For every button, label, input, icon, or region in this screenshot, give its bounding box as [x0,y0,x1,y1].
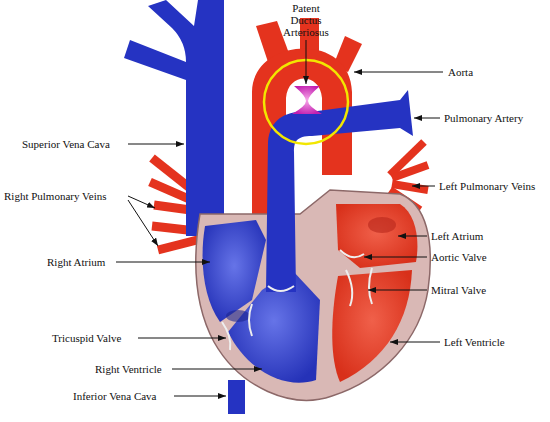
leader-lines [116,40,443,396]
aortic-valve [340,250,364,257]
part-label: Left Atrium [431,230,483,242]
inferior-vena-cava [228,380,245,414]
leader-arrow [390,342,440,343]
leader-arrow [398,236,427,237]
leader-arrow [116,262,210,263]
vein [392,184,428,190]
part-label: Tricuspid Valve [52,332,121,344]
pulmonary-valve [268,286,294,291]
leader-arrow [172,369,262,370]
part-label: Superior Vena Cava [22,138,110,150]
part-label: Aortic Valve [431,251,487,263]
superior-vena-cava [148,0,224,236]
vein-branch [124,40,186,236]
leader-arrow [128,144,184,145]
leader-arrow [306,40,307,84]
part-label: Right Atrium [47,256,105,268]
ductus-arteriosus [292,86,322,114]
vein [392,165,428,178]
valves [222,250,372,350]
part-label: Pulmonary Artery [444,112,523,124]
part-label: Aorta [448,66,473,78]
part-label: Right Ventricle [95,363,162,375]
part-label: Patent Ductus Arteriosus [277,2,335,38]
leader-arrow [364,257,427,258]
tricuspid-valve [222,304,252,350]
mitral-valve [346,268,372,306]
leader-arrow [412,186,435,187]
leader-arrow [138,338,226,339]
part-label: Left Ventricle [444,336,505,348]
pulmonary-artery [266,90,413,292]
left-ventricle [332,270,412,382]
part-label: Right Pulmonary Veins [4,190,106,202]
leader-arrow [174,396,226,397]
part-label: Mitral Valve [431,284,486,296]
leader-arrow [128,200,158,246]
leader-arrow [354,72,443,73]
vessel-opening [226,310,250,322]
vessel-opening [368,217,396,233]
leader-arrow [368,290,427,291]
part-label: Left Pulmonary Veins [439,180,535,192]
leader-arrow [414,118,440,119]
part-label: Inferior Vena Cava [73,390,156,402]
